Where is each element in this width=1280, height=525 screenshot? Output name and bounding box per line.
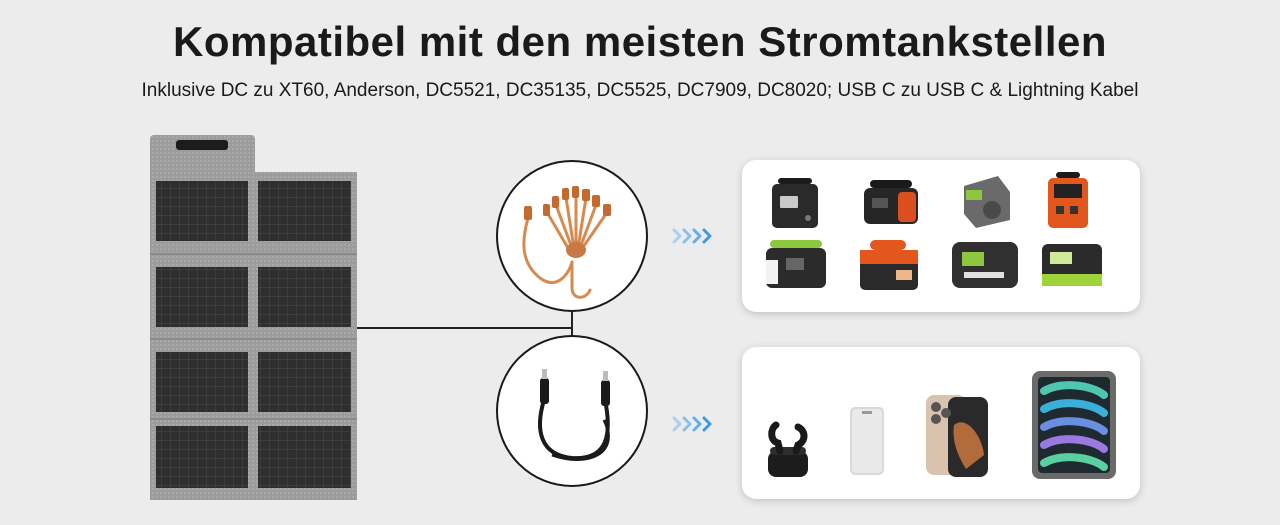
dc-cable-circle (496, 160, 648, 312)
earbuds-icon (768, 421, 808, 477)
solar-cell (156, 267, 248, 327)
solar-cell (258, 352, 351, 412)
dc-multi-cable-icon (522, 193, 608, 299)
power-station-green-gray-icon (964, 176, 1010, 228)
smartphone-icon (926, 395, 988, 477)
usb-cable-circle (496, 335, 648, 487)
solar-cell (156, 181, 248, 241)
solar-cell (258, 426, 351, 488)
power-station-orange-black-icon (860, 240, 918, 290)
power-station-red-black-icon (864, 180, 918, 224)
powerbank-icon (850, 407, 884, 475)
power-station-dark-green-icon (952, 242, 1018, 288)
arrow-icon-bottom (672, 416, 712, 432)
cable-splitter (566, 242, 586, 258)
power-station-black-lime-icon (1042, 244, 1102, 286)
power-station-black-green-icon (766, 240, 826, 288)
power-station-orange-icon (1048, 172, 1088, 228)
solar-cell (156, 426, 248, 488)
solar-cell (156, 352, 248, 412)
usb-c-cable-icon (538, 369, 610, 461)
arrow-icon-top (672, 228, 712, 244)
power-station-black-icon (772, 178, 818, 228)
solar-panel (150, 135, 357, 500)
page-subtitle: Inklusive DC zu XT60, Anderson, DC5521, … (141, 80, 1139, 101)
solar-cell (258, 267, 351, 327)
solar-cell (258, 181, 351, 241)
power-stations-card (742, 160, 1140, 312)
tablet-icon (1032, 371, 1116, 479)
solar-panel-handle (176, 140, 228, 150)
mobile-devices-card (742, 347, 1140, 499)
connector-lines (357, 305, 573, 348)
page-title: Kompatibel mit den meisten Stromtankstel… (172, 18, 1107, 65)
